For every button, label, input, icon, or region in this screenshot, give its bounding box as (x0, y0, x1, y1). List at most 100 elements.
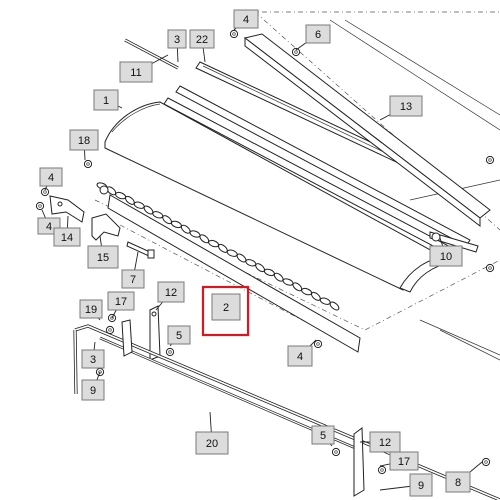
callout-c9b: 9 (409, 473, 433, 497)
callout-c5b: 5 (311, 425, 335, 445)
callout-box (305, 24, 331, 44)
chain-link (245, 259, 257, 267)
callout-box (107, 291, 135, 311)
callout-c15: 15 (87, 245, 119, 269)
rod-11 (124, 38, 179, 70)
nut (485, 263, 495, 273)
callout-c3b: 3 (81, 349, 105, 369)
callout-label: 9 (90, 385, 96, 397)
callout-label: 12 (165, 287, 177, 299)
nut (485, 155, 495, 165)
callout-box (121, 269, 145, 289)
nut-hole (110, 316, 114, 320)
callout-box (189, 29, 215, 49)
nut (229, 29, 239, 39)
lever-12-right (353, 427, 365, 497)
callout-label: 4 (243, 14, 249, 26)
callout-c6: 6 (305, 24, 331, 44)
callout-box (445, 471, 471, 493)
lower-channel (99, 185, 361, 353)
callout-box (53, 227, 81, 247)
callout-label: 13 (400, 101, 412, 113)
hardware (35, 29, 495, 475)
nut (291, 47, 301, 57)
nut-hole (232, 32, 236, 36)
callout-c20: 20 (195, 431, 229, 455)
nut-hole (488, 158, 492, 162)
callout-c10: 10 (429, 245, 463, 267)
chain-link (152, 211, 164, 219)
callout-label: 5 (320, 430, 326, 442)
callout-c22: 22 (189, 29, 215, 49)
callout-c4a: 4 (233, 9, 259, 29)
chain-link (189, 230, 201, 238)
callout-box (81, 349, 105, 369)
nut-hole (484, 460, 488, 464)
bracket-14 (49, 195, 85, 223)
callout-box (69, 129, 99, 151)
chain-link (329, 301, 340, 311)
chain-link (208, 239, 220, 248)
callout-box (93, 89, 119, 111)
callout-label: 4 (48, 172, 54, 184)
callout-label: 22 (196, 34, 208, 46)
callout-c17a: 17 (107, 291, 135, 311)
callout-box (87, 245, 119, 269)
nut-hole (98, 370, 102, 374)
nut-hole (380, 468, 384, 472)
nut (35, 201, 45, 211)
callout-c4d: 4 (287, 345, 313, 367)
callout-label: 1 (103, 95, 109, 107)
callout-label: 15 (97, 252, 109, 264)
bracket-10 (429, 231, 479, 253)
callout-label: 8 (455, 477, 461, 489)
nut (165, 347, 175, 357)
callout-box (167, 325, 191, 345)
callout-label: 5 (176, 330, 182, 342)
callout-c19: 19 (79, 299, 103, 319)
chain-link (133, 201, 145, 209)
callout-box (119, 61, 153, 83)
callout-box (211, 293, 241, 321)
callout-label: 7 (130, 274, 136, 286)
highlight-box (201, 285, 250, 337)
callout-box (429, 245, 463, 267)
callout-box (233, 9, 259, 29)
cover-1 (104, 101, 453, 293)
bolt-7 (126, 241, 155, 259)
callout-c12b: 12 (369, 431, 401, 453)
callout-c5a: 5 (167, 325, 191, 345)
callout-c11: 11 (119, 61, 153, 83)
nut (105, 325, 115, 335)
chain-link (282, 278, 294, 286)
chain-link (301, 287, 313, 296)
chain-link (226, 249, 238, 257)
lever-19 (121, 319, 133, 357)
nut (83, 159, 93, 169)
nut (40, 187, 50, 197)
nut-hole (43, 190, 47, 194)
callout-box (79, 299, 103, 319)
nut-hole (38, 204, 42, 208)
callout-c4b: 4 (39, 167, 63, 187)
callout-label: 2 (223, 302, 229, 314)
callout-box (369, 431, 401, 453)
nut-hole (168, 350, 172, 354)
callout-c14: 14 (53, 227, 81, 247)
callout-c17b: 17 (389, 451, 419, 471)
callout-label: 3 (90, 354, 96, 366)
callout-c12a: 12 (157, 281, 185, 303)
callout-label: 17 (115, 296, 127, 308)
nut (377, 465, 387, 475)
callout-label: 10 (440, 251, 452, 263)
nut (481, 457, 491, 467)
chain-link (263, 268, 275, 277)
callout-box (39, 167, 63, 187)
callout-label: 6 (315, 29, 321, 41)
callout-label: 18 (78, 135, 90, 147)
callout-label: 12 (379, 437, 391, 449)
callout-box (81, 379, 105, 401)
callout-label: 11 (130, 67, 141, 79)
nut-hole (316, 342, 320, 346)
